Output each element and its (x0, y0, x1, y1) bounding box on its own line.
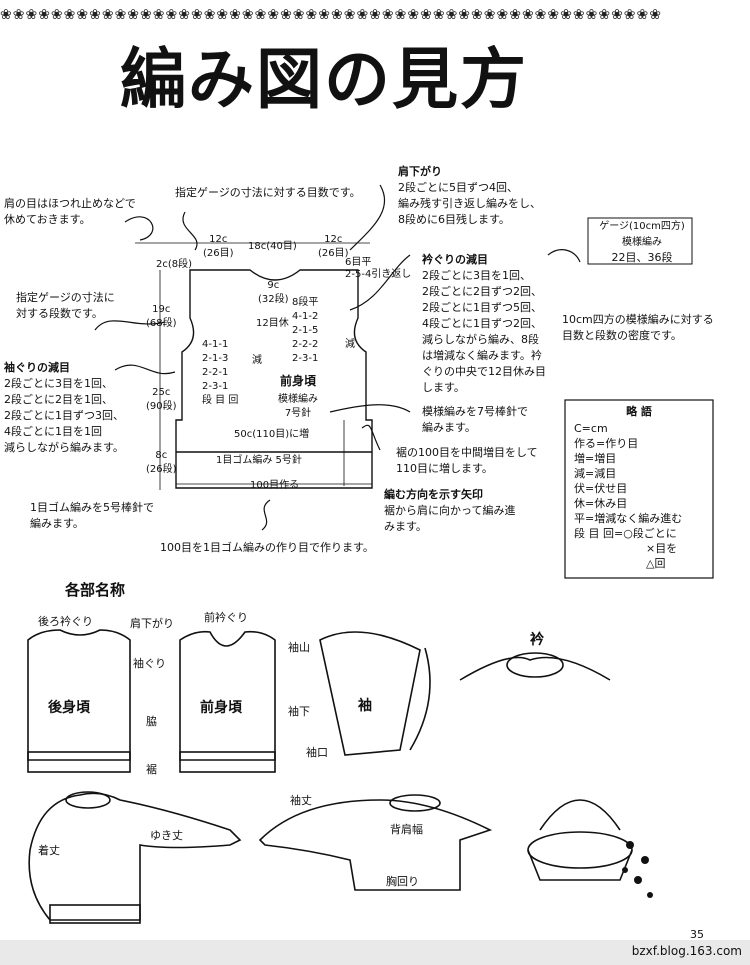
sweater-width-figure (258, 799, 493, 891)
label-back-neck: 後ろ衿ぐり (38, 615, 93, 628)
gauge-box-title: ゲージ(10cm四方) (599, 221, 685, 232)
legend-title: 略 語 (626, 405, 652, 418)
label-length: 着丈 (38, 844, 60, 857)
shoulder-stop-note: 肩の目はほつれ止めなどで 休めておきます。 (4, 197, 136, 226)
basket-figure (527, 831, 633, 869)
label-front-neck: 前衿ぐり (204, 611, 248, 624)
shoulder-title: 肩下がり (398, 165, 442, 178)
page-number: 35 (690, 928, 704, 941)
back-body-figure (27, 629, 131, 761)
dim-shoulder-rows: 2c(8段) (156, 259, 193, 270)
dim-neck-width: 18c(40目) (248, 241, 297, 252)
label-side: 脇 (146, 715, 157, 728)
dim-armhole-decrease: 4-1-1 2-1-3 2-2-1 2-3-1 段 目 回 (202, 339, 239, 406)
dim-body-length: 25c (90段) (146, 387, 177, 412)
legend-line: 段 目 回=○段ごとに (574, 527, 677, 540)
dim-neck-depth: 9c (32段) (258, 280, 289, 305)
neck-body: 2段ごとに3目を1回、 2段ごとに2目ずつ2回、 2段ごとに1目ずつ5回、 4段… (422, 269, 546, 394)
dim-short-rows: 2-5-4引き返し (345, 269, 412, 280)
direction-title: 編む方向を示す矢印 (384, 488, 483, 501)
gauge-box-pattern: 模様編み (622, 237, 662, 248)
gauge-box-note: 10cm四方の模様編みに対する 目数と段数の密度です。 (562, 313, 714, 342)
dim-body-width: 50c(110目)に増 (234, 429, 310, 440)
label-under-arm: 袖下 (288, 705, 310, 718)
gauge-box-values: 22目、36段 (611, 251, 673, 264)
legend-line: ×目を (646, 542, 678, 555)
collar-figure (459, 656, 611, 681)
label-collar: 衿 (530, 632, 544, 648)
parts-title: 各部名称 (65, 581, 126, 599)
direction-body: 裾から肩に向かって編み進 みます。 (384, 504, 516, 533)
armhole-title: 袖ぐりの減目 (4, 361, 70, 374)
label-yuki: ゆき丈 (150, 829, 183, 842)
dim-dec-mark-left: 減 (252, 355, 262, 366)
gauge-rows-note: 指定ゲージの寸法に 対する段数です。 (16, 291, 115, 320)
footer-bar: bzxf.blog.163.com (0, 940, 750, 965)
label-sleeve-cap: 袖山 (288, 641, 310, 654)
dim-left-shoulder: 12c (26目) (203, 234, 234, 259)
front-body-figure (179, 630, 276, 761)
shoulder-body: 2段ごとに5目ずつ4回、 編み残す引き返し編みをし、 8段めに6目残します。 (398, 181, 541, 226)
neck-title: 衿ぐりの減目 (422, 253, 488, 266)
label-hem: 裾 (146, 763, 157, 776)
label-back-body: 後身頃 (48, 700, 90, 716)
rib-note: 1目ゴム編みを5号棒針で 編みます。 (30, 501, 154, 530)
legend-line: 増=増目 (574, 452, 617, 465)
front-body-chart (175, 269, 373, 489)
flower-border: ❀❀❀❀❀❀❀❀❀❀❀❀❀❀❀❀❀❀❀❀❀❀❀❀❀❀❀❀❀❀❀❀❀❀❀❀❀❀❀❀… (0, 7, 662, 23)
dim-6-flat: 6目平 (345, 257, 372, 268)
legend-line: 作る=作り目 (574, 437, 639, 450)
dim-armhole-depth: 19c (68段) (146, 304, 177, 329)
gauge-stitch-note: 指定ゲージの寸法に対する目数です。 (175, 186, 361, 199)
legend-line: 平=増減なく編み進む (574, 512, 683, 525)
pattern-note: 模様編みを7号棒針で 編みます。 (422, 405, 528, 434)
dim-dec-mark-right: 減 (345, 339, 355, 350)
label-shoulder-slope: 肩下がり (130, 617, 174, 630)
rib-label: 1目ゴム編み 5号針 (216, 455, 302, 466)
label-front-body: 前身頃 (200, 700, 242, 716)
dim-neck-decrease: 8段平 4-1-2 2-1-5 2-2-2 2-3-1 (292, 297, 319, 364)
pattern-label: 模様編み 7号針 (278, 394, 318, 419)
label-sleeve: 袖 (358, 698, 372, 714)
armhole-body: 2段ごとに3目を1回、 2段ごとに2目を1回、 2段ごとに1目ずつ3回、 4段ご… (4, 377, 124, 454)
cast-on-note: 100目を1目ゴム編みの作り目で作ります。 (160, 541, 374, 554)
label-armhole: 袖ぐり (133, 657, 166, 670)
dim-cast-on: 100目作る (250, 480, 300, 491)
dim-rib-length: 8c (26段) (146, 450, 177, 475)
front-body-label: 前身頃 (280, 374, 317, 388)
label-chest: 胸回り (386, 875, 419, 888)
site-watermark: bzxf.blog.163.com (631, 944, 742, 958)
label-back-width: 背肩幅 (390, 823, 423, 836)
legend-line: 伏=伏せ目 (574, 482, 628, 495)
page-title: 編み図の見方 (120, 41, 528, 118)
sweater-length-figure (28, 792, 242, 921)
dim-right-shoulder: 12c (26目) (318, 234, 349, 259)
legend-line: 休=休み目 (574, 497, 628, 510)
label-cuff: 袖口 (306, 746, 328, 759)
legend-line: C=cm (574, 422, 608, 435)
hem-increase-note: 裾の100目を中間増目をして 110目に増します。 (396, 446, 538, 475)
legend-line: 減=減目 (574, 467, 617, 480)
dim-neck-hold: 12目休 (256, 318, 289, 329)
label-sleeve-length: 袖丈 (290, 794, 312, 807)
legend-line: △回 (646, 557, 666, 570)
sleeve-figure (319, 631, 421, 756)
